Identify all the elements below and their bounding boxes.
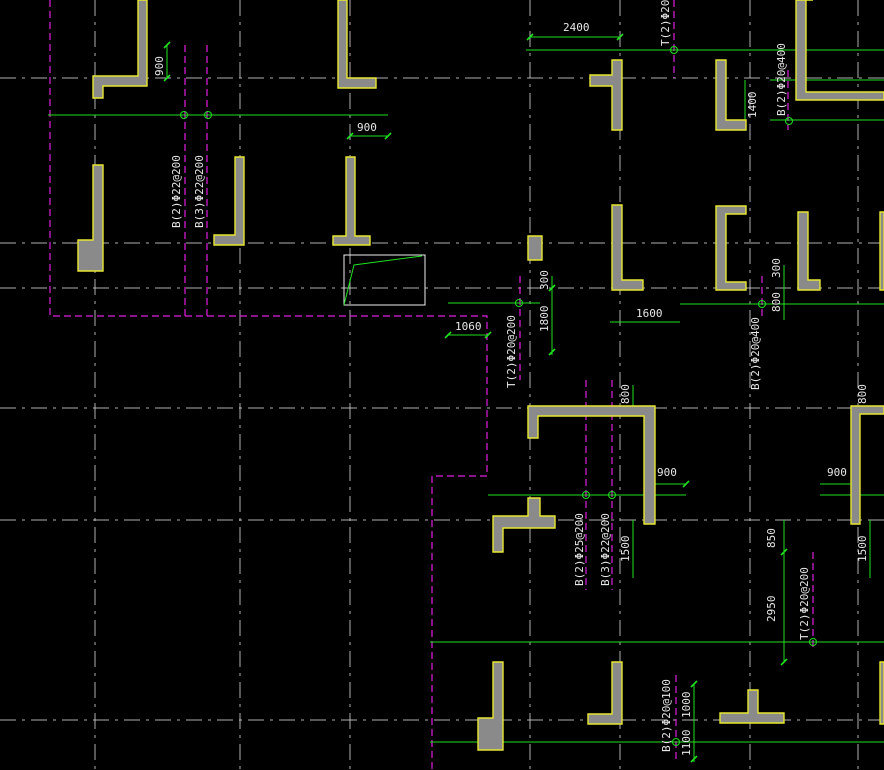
wall-section (715, 59, 747, 131)
wall-section (527, 405, 656, 525)
dimension-tick (444, 331, 452, 339)
wall-section (879, 211, 884, 291)
marker-circle (670, 46, 678, 54)
dimension-text: 900 (657, 466, 677, 479)
selection-window[interactable] (343, 254, 426, 306)
rebar-annotation: B(2)Φ20@400 (749, 317, 762, 390)
marker-circle (809, 638, 817, 646)
wall-section (332, 156, 371, 246)
wall-section (477, 661, 504, 751)
dimension-text: 1060 (455, 320, 482, 333)
marker-circle (180, 111, 188, 119)
dimension-tick (163, 74, 171, 82)
wall-section (589, 59, 623, 131)
marker-circle (758, 300, 766, 308)
wall-section (850, 405, 884, 525)
marker-circle (515, 299, 523, 307)
dimension-tick (616, 33, 624, 41)
dimension-tick (484, 331, 492, 339)
marker-circle (785, 117, 793, 125)
dimension-text: 300 (538, 270, 551, 290)
rebar-annotation: T(2)Φ20@200 (505, 315, 518, 388)
rebar-annotation: T(2)Φ20@200 (798, 567, 811, 640)
wall-section (795, 0, 884, 101)
wall-section (797, 211, 821, 291)
wall-section (527, 235, 543, 261)
marker-circle (204, 111, 212, 119)
dimension-text: 800 (770, 292, 783, 312)
dimension-texts-vertical: 900 1400 300 800 300 1800 800 1500 800 8… (153, 56, 869, 756)
wall-section (587, 661, 623, 725)
wall-section (77, 164, 104, 272)
dimension-tick (682, 480, 690, 488)
dimension-tick (346, 132, 354, 140)
marker-circles (180, 46, 817, 746)
dimension-text: 300 (770, 258, 783, 278)
dimension-tick (690, 755, 698, 763)
wall-section (337, 0, 377, 89)
dimension-lines (48, 36, 884, 762)
wall-section (715, 205, 747, 291)
dimension-text: 1600 (636, 307, 663, 320)
dimension-text: 900 (153, 56, 166, 76)
selection-rectangle[interactable] (343, 254, 426, 306)
dimension-tick (384, 132, 392, 140)
dimension-text: 1100 (680, 730, 693, 757)
dimension-text: 850 (765, 528, 778, 548)
rebar-annotation: B(2)Φ25@200 (573, 513, 586, 586)
rebar-outline (49, 0, 488, 770)
selection-leader (343, 255, 423, 306)
dimension-tick (163, 41, 171, 49)
dimension-text: 900 (357, 121, 377, 134)
dimension-texts: 2400 900 1060 1600 900 900 (357, 21, 847, 479)
wall-section (213, 156, 245, 246)
dimension-text: 1000 (680, 692, 693, 719)
wall-section (492, 497, 556, 553)
rebar-annotation: B(3)Φ22@200 (599, 513, 612, 586)
wall-section (719, 689, 785, 724)
rebar-annotation: T(2)Φ20@200 (659, 0, 672, 46)
wall-sections (77, 0, 884, 751)
rebar-annotation: B(2)Φ20@100 (660, 679, 673, 752)
rebar-annotation: B(3)Φ22@200 (193, 155, 206, 228)
wall-section (92, 0, 148, 99)
marker-circle (672, 738, 680, 746)
dimension-tick (780, 658, 788, 666)
rebar-annotations: T(2)Φ20@200 B(2)Φ20@400 B(2)Φ22@200 B(3)… (170, 0, 811, 752)
dimension-text: 1400 (746, 92, 759, 119)
dimension-text: 1500 (619, 536, 632, 563)
wall-section (879, 661, 884, 725)
marker-circle (582, 491, 590, 499)
dimension-tick (690, 680, 698, 688)
rebar-annotation: B(2)Φ20@400 (775, 43, 788, 116)
dimension-tick (548, 284, 556, 292)
dimension-text: 800 (856, 384, 869, 404)
rebar-annotation: B(2)Φ22@200 (170, 155, 183, 228)
dimension-text: 1500 (856, 536, 869, 563)
dimension-tick (526, 33, 534, 41)
wall-section (611, 204, 644, 291)
dimension-tick (548, 348, 556, 356)
dimension-tick (780, 548, 788, 556)
marker-circle (608, 491, 616, 499)
dimension-text: 800 (619, 384, 632, 404)
dimension-text: 2400 (563, 21, 590, 34)
dimension-text: 1800 (538, 306, 551, 333)
dimension-text: 900 (827, 466, 847, 479)
dimension-text: 2950 (765, 596, 778, 623)
